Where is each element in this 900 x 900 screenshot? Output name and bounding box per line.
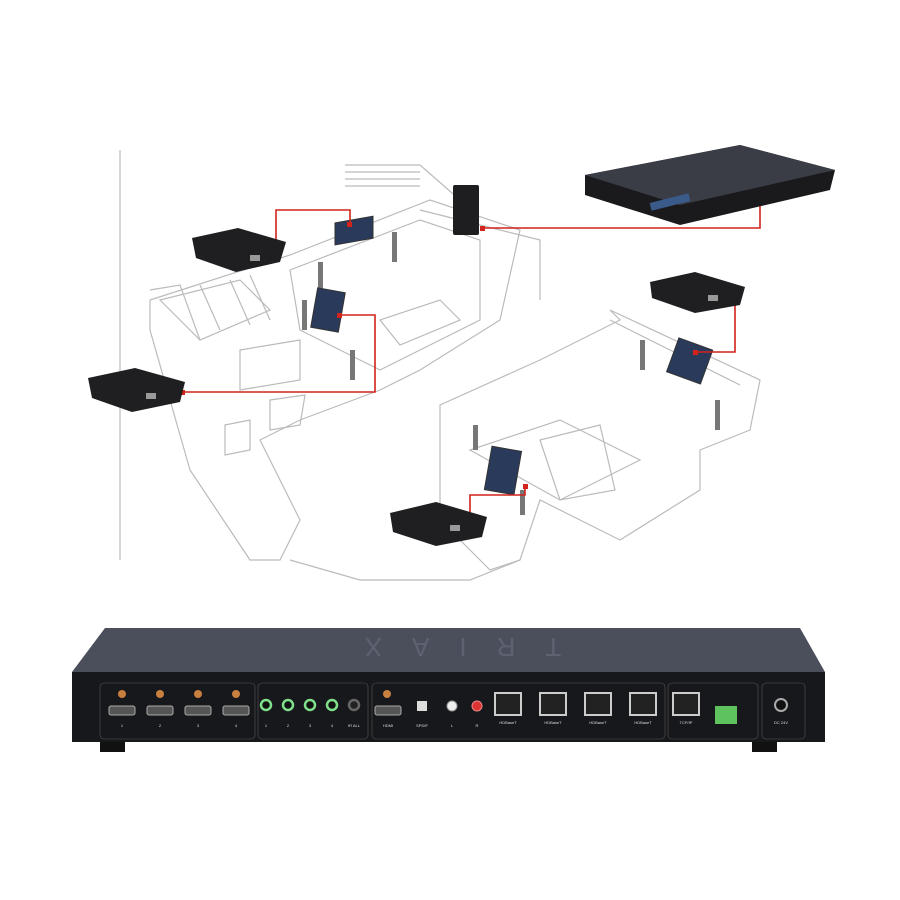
port-label: HDBaseT [499,720,517,725]
hdbaset-receivers [88,228,745,546]
port-label: SPDIF [416,723,428,728]
connection-lines [182,205,761,517]
receiver-left [88,368,185,412]
port-label: 4 [235,723,238,728]
matrix-unit-front [585,145,835,225]
matrix-tower [453,185,479,235]
port-label: 2 [287,723,290,728]
rs232-terminal [715,706,737,724]
port-label: 2 [159,723,162,728]
port-label: 3 [197,723,200,728]
port-label: R [476,723,479,728]
audio-output-jack [303,698,317,712]
port-label: DC 24V [774,720,788,725]
ir-jack [156,690,164,698]
panel-section [257,682,369,740]
ir-jack [118,690,126,698]
audio-l-jack [446,700,458,712]
port-label: HDBaseT [589,720,607,725]
audio-output-jack [325,698,339,712]
hdmi-input-port [184,705,212,716]
receiver-bottom [390,502,487,546]
spdif-port [417,701,427,711]
port-label: 1 [121,723,124,728]
brand-logo: TRIAX [335,632,562,662]
audio-r-jack [471,700,483,712]
receiver-right [650,272,745,313]
panel-section [761,682,806,740]
floorplan-illustration [119,150,761,581]
port-label: HDBaseT [544,720,562,725]
port-label: HDBaseT [634,720,652,725]
receiver-top-left [192,228,286,272]
speakers [302,232,720,515]
tcpip-port [672,692,700,716]
hdmi-input-port [108,705,136,716]
matrix-rear-panel: TRIAX 1 2 3 4 1 2 3 4 IR ALL HDMI SPDIF L R HDBaseT HD… [72,628,825,752]
port-label: 1 [265,723,268,728]
port-label: L [451,723,454,728]
audio-output-jack [259,698,273,712]
hdmi-input-port [222,705,250,716]
hdmi-output-port [374,705,402,716]
panel-section [371,682,666,740]
port-label: IR ALL [348,723,361,728]
tvs [310,215,714,496]
port-label: HDMI [383,723,393,728]
hdbaset-port [629,692,657,716]
panel-section [99,682,256,740]
panel-section [667,682,759,740]
port-label: TCP/IP [680,720,693,725]
ir-jack [383,690,391,698]
ir-all-jack [347,698,361,712]
hdbaset-port [584,692,612,716]
hdbaset-port [539,692,567,716]
power-jack [774,698,788,712]
hdmi-input-port [146,705,174,716]
ir-jack [194,690,202,698]
hdbaset-port [494,692,522,716]
port-label: 4 [331,723,334,728]
port-label: 3 [309,723,312,728]
audio-output-jack [281,698,295,712]
ir-jack [232,690,240,698]
